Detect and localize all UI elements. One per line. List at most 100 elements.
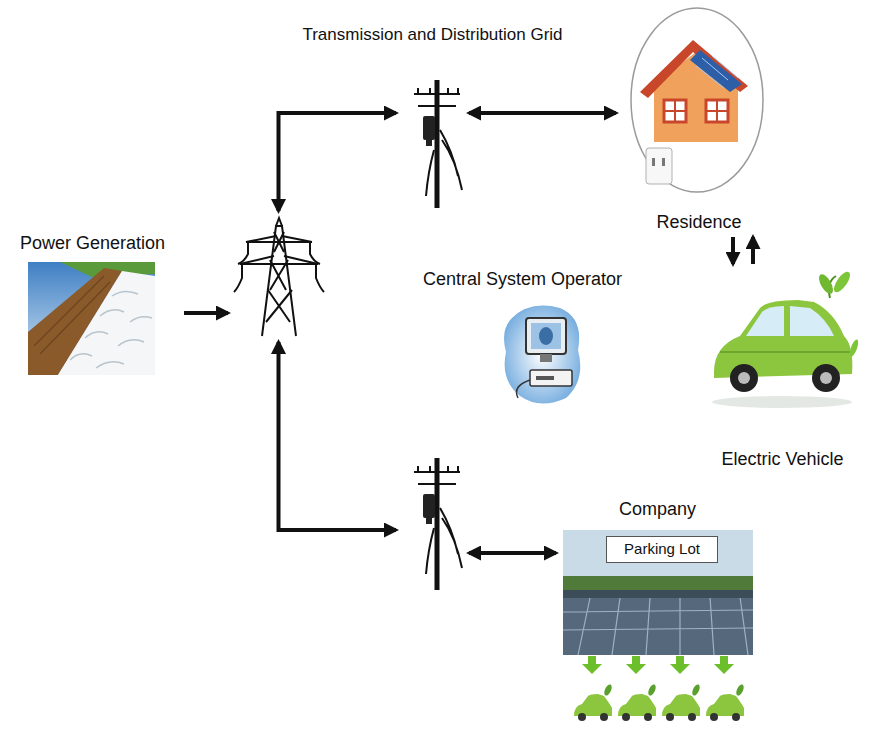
computer-icon [504,306,580,404]
transmission-tower-node [232,215,325,338]
utility-pole [423,116,435,140]
computer-icon [539,327,553,345]
computer-icon [504,306,580,404]
utility-pole [435,80,440,208]
house-image [706,100,728,122]
utility-pole [414,458,462,590]
hydro-dam-image [28,262,155,375]
node-label: Company [619,498,696,521]
solar-parking-image [666,713,674,721]
connector-arrow [469,551,556,555]
node-label: Residence [656,211,741,234]
house-image [652,158,655,166]
transmission-tower [276,218,282,226]
house-image [631,8,763,192]
computer-icon [517,380,531,398]
transmission-tower [234,242,324,292]
computer-icon [531,323,561,349]
connector-arrow [184,311,228,315]
solar-parking-image [563,576,753,590]
electric-car [712,396,852,408]
house-image [706,100,728,122]
node-label: Power Generation [20,232,165,255]
computer-icon [540,354,552,362]
house-image [690,50,742,92]
node-label: Transmission and Distribution Grid [302,24,562,45]
connector-arrow [731,237,735,264]
electric-car [730,364,758,392]
grid-pole [400,452,465,595]
utility-pole [418,88,458,94]
transmission-tower [266,232,292,322]
hydro-dam-image [34,276,110,354]
solar-parking-image [618,694,656,716]
solar-parking-image [563,530,753,721]
solar-parking-image [670,664,690,674]
utility-pole [414,472,460,484]
connector-arrow [469,111,616,115]
house-image [664,100,686,122]
utility-pole [435,458,440,590]
solar-parking-image [710,713,718,721]
utility-pole [414,80,462,208]
node-label: Parking Lot [624,540,700,559]
connector-arrow [279,342,397,530]
utility-pole [418,466,458,472]
node-label: Central System Operator [423,268,622,291]
transmission-tower [234,218,324,336]
electric-car [746,306,784,336]
hydro-dam-image [28,262,155,375]
solar-parking-image [563,597,753,655]
electric-car [790,306,834,336]
company-node: CompanyParking Lot [560,498,755,728]
house-image [654,52,738,142]
house-image [640,40,748,98]
solar-parking-image [691,683,702,696]
utility-pole [423,494,435,518]
transmission-tower [240,236,318,264]
solar-parking-image [688,713,696,721]
house-image [696,56,738,88]
connector-arrow [751,237,755,264]
connector-arrow [279,113,397,211]
computer-icon [530,370,572,386]
electric-car [820,372,832,384]
solar-parking-image [582,664,602,674]
solar-parking-image [578,713,586,721]
grid-pole: Transmission and Distribution Grid [400,75,465,210]
solar-parking-image [662,694,700,716]
solar-parking-image [603,683,614,696]
generation-node: Power Generation [5,232,180,378]
solar-parking-image [732,713,740,721]
computer-icon [536,376,554,380]
house-image [662,158,665,166]
solar-parking-image [644,713,652,721]
solar-parking-image [618,683,657,721]
solar-parking-image [563,590,753,598]
electric-car [720,351,850,353]
solar-parking-image [563,596,753,655]
utility-pole [426,140,432,146]
solar-parking-image [647,683,658,696]
utility-pole [426,518,432,524]
electric-car [816,272,836,296]
solar-parking-image [714,664,734,674]
solar-parking-image [735,683,746,696]
parking-lot-box: Parking Lot [606,536,718,563]
solar-parking-image [662,683,701,721]
house-image [646,148,672,184]
vehicle-node: Electric Vehicle [700,268,865,470]
solar-parking-image [563,530,753,655]
electric-car [831,269,853,294]
solar-parking-image [574,683,613,721]
utility-pole [414,80,462,208]
utility-pole [414,458,462,590]
computer-icon [526,318,566,354]
electric-car [848,339,860,358]
residence-node: Residence [620,5,778,233]
utility-pole [414,94,460,106]
electric-car [738,372,750,384]
